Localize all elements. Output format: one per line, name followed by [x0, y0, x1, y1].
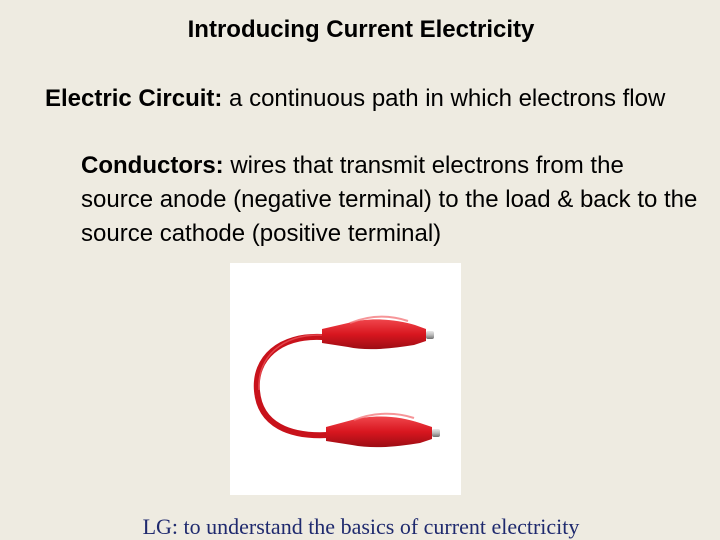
alligator-clip-wire-image [253, 315, 440, 448]
electric-circuit-definition: Electric Circuit: a continuous path in w… [45, 83, 685, 115]
top-alligator-clip [322, 315, 434, 350]
bottom-alligator-clip [326, 412, 440, 448]
learning-goal-text: to understand the basics of current elec… [178, 514, 580, 539]
learning-goal: LG: to understand the basics of current … [0, 514, 720, 540]
conductors-definition: Conductors: wires that transmit electron… [81, 149, 701, 251]
electric-circuit-text: a continuous path in which electrons flo… [222, 85, 666, 112]
conductors-text: wires that transmit electrons from the s… [81, 152, 698, 247]
electric-circuit-term: Electric Circuit: [45, 85, 223, 112]
test-lead-photo [230, 263, 461, 495]
conductors-term: Conductors: [81, 152, 224, 179]
learning-goal-label: LG: [142, 514, 179, 539]
slide-title: Introducing Current Electricity [187, 16, 535, 43]
